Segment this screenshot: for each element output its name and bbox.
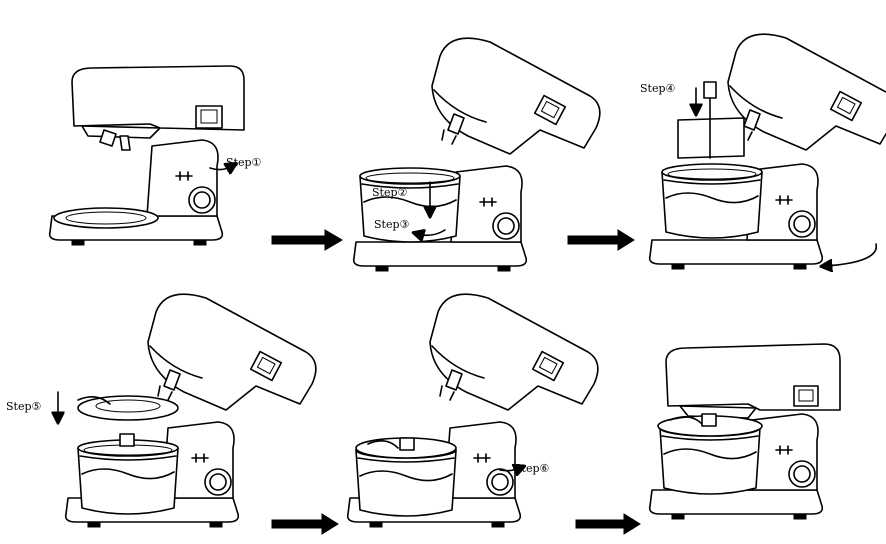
panel-5-lid-on — [346, 293, 599, 528]
panel-4-lid-lowering — [58, 293, 317, 528]
arrow-right-3 — [271, 513, 339, 535]
arrow-right-4 — [575, 513, 641, 535]
panel-6-head-lowered — [648, 343, 841, 520]
label-step2: Step② — [372, 186, 408, 199]
label-step5: Step⑤ — [6, 400, 42, 413]
label-step6: Step⑥ — [514, 462, 550, 475]
label-step3: Step③ — [374, 218, 410, 231]
label-step4: Step④ — [640, 82, 676, 95]
arrow-right-2 — [567, 229, 635, 251]
panel-1-mixer-closed — [48, 65, 245, 246]
arrow-right-1 — [271, 229, 343, 251]
label-step1: Step① — [226, 156, 262, 169]
panel-3-insert-paddle — [648, 33, 886, 269]
panel-2-head-tilted-bowl — [352, 37, 601, 272]
